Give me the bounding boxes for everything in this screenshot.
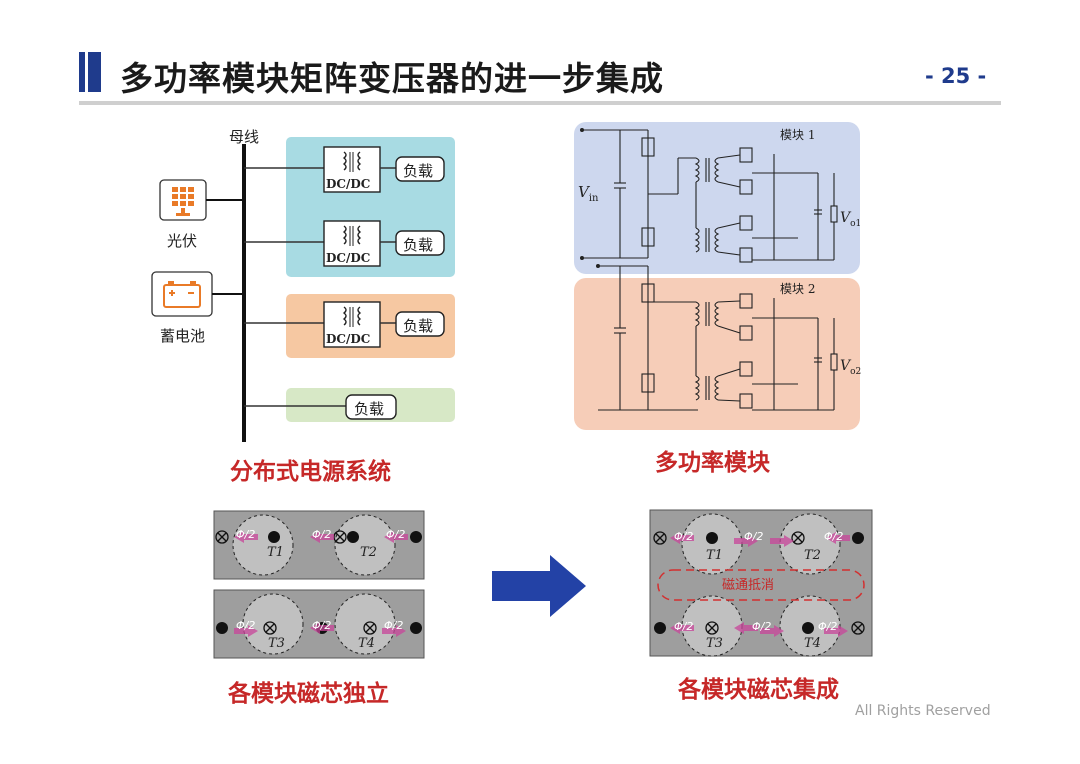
module2-bg bbox=[574, 278, 860, 430]
flux-label-r4: Φ/2 bbox=[674, 620, 694, 633]
right-caption: 多功率模块 bbox=[655, 450, 770, 476]
flux-label-6: Φ/2 bbox=[384, 619, 404, 632]
load-label-3: 负载 bbox=[403, 317, 434, 335]
load-label-2: 负载 bbox=[403, 236, 434, 254]
flux-label-r5: Φ/2 bbox=[752, 620, 772, 633]
flux-label-r6: Φ/2 bbox=[818, 620, 838, 633]
flux-label-3: Φ/2 bbox=[386, 528, 406, 541]
battery-icon bbox=[163, 281, 201, 308]
bus-label: 母线 bbox=[229, 128, 260, 146]
load-box-1 bbox=[395, 156, 445, 182]
flux-label-r1: Φ/2 bbox=[674, 530, 694, 543]
core-top bbox=[213, 510, 425, 580]
transformer-label-r-t1: T1 bbox=[706, 548, 723, 563]
transformer-label-t2: T2 bbox=[360, 545, 377, 560]
power-module-circuit bbox=[574, 122, 860, 430]
vin-subscript: in bbox=[588, 193, 599, 204]
page-number: - 25 - bbox=[925, 64, 987, 88]
flux-label-1: Φ/2 bbox=[236, 528, 256, 541]
module1-bg bbox=[574, 122, 860, 274]
load-box-4 bbox=[345, 394, 397, 420]
copyright-footer: All Rights Reserved bbox=[855, 703, 991, 719]
dcdc-label-1: DC/DC bbox=[326, 177, 371, 191]
flux-cancel-label: 磁通抵消 bbox=[722, 578, 775, 593]
flux-label-r3: Φ/2 bbox=[824, 530, 844, 543]
dcdc-label-3: DC/DC bbox=[326, 332, 371, 346]
dcdc-label-2: DC/DC bbox=[326, 251, 371, 265]
module2-label: 模块 2 bbox=[780, 282, 816, 296]
flux-label-5: Φ/2 bbox=[312, 619, 332, 632]
title-accent-bar-2 bbox=[88, 52, 101, 92]
title-accent-bar bbox=[79, 52, 85, 92]
vin-label: V bbox=[578, 183, 589, 201]
load-label-4: 负载 bbox=[354, 400, 385, 418]
flux-label-4: Φ/2 bbox=[236, 619, 256, 632]
independent-cores-diagram bbox=[213, 510, 425, 659]
dcdc-converter-2 bbox=[323, 220, 381, 267]
right-arrow-icon bbox=[492, 555, 586, 617]
dcdc-converter-3 bbox=[323, 301, 381, 348]
flux-label-r2: Φ/2 bbox=[744, 530, 764, 543]
vo1-label: V bbox=[840, 210, 851, 226]
dcdc-converter-1 bbox=[323, 146, 381, 193]
vo1-subscript: o1 bbox=[850, 218, 862, 229]
vo2-label: V bbox=[840, 358, 851, 374]
transformer-label-t3: T3 bbox=[268, 636, 285, 651]
load-label-1: 负载 bbox=[403, 162, 434, 180]
battery-icon-frame bbox=[151, 271, 213, 317]
pv-label: 光伏 bbox=[167, 232, 198, 250]
transformer-label-t4: T4 bbox=[358, 636, 375, 651]
transformer-label-r-t3: T3 bbox=[706, 636, 723, 651]
load-box-3 bbox=[395, 311, 445, 337]
battery-label: 蓄电池 bbox=[160, 327, 206, 345]
bottom-right-caption: 各模块磁芯集成 bbox=[678, 677, 839, 703]
solar-panel-icon bbox=[172, 187, 194, 216]
flux-cancel-region bbox=[657, 569, 865, 601]
integrated-core-diagram bbox=[649, 509, 873, 657]
module1-label: 模块 1 bbox=[780, 128, 816, 142]
load-box-2 bbox=[395, 230, 445, 256]
distributed-power-diagram bbox=[151, 137, 455, 442]
flux-label-2: Φ/2 bbox=[312, 528, 332, 541]
page-title: 多功率模块矩阵变压器的进一步集成 bbox=[120, 59, 664, 98]
bottom-left-caption: 各模块磁芯独立 bbox=[228, 681, 389, 707]
transformer-label-r-t2: T2 bbox=[804, 548, 821, 563]
vo2-subscript: o2 bbox=[850, 366, 862, 377]
header-divider bbox=[79, 101, 1001, 105]
transformer-label-r-t4: T4 bbox=[804, 636, 821, 651]
transformer-label-t1: T1 bbox=[267, 545, 284, 560]
left-caption: 分布式电源系统 bbox=[230, 459, 391, 485]
